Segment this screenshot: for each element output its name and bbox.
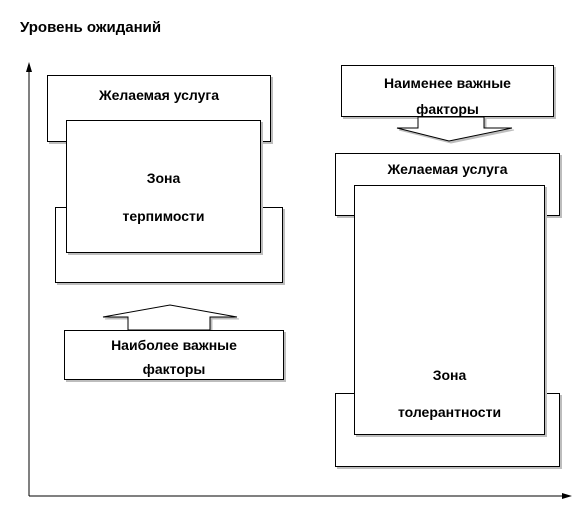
right-desired-service-label: Желаемая услуга	[387, 161, 508, 177]
left-desired-service-label: Желаемая услуга	[98, 87, 220, 103]
right-zone-label-line1: Зона	[432, 367, 467, 383]
left-factors-label-line2: факторы	[142, 361, 206, 377]
right-factors-label-line2: факторы	[416, 101, 479, 116]
right-zone-label-line2: толерантности	[397, 404, 502, 420]
y-axis-title: Уровень ожиданий	[20, 19, 162, 36]
y-axis-arrowhead	[26, 62, 32, 72]
right-zone-box	[354, 185, 545, 435]
left-zone-box	[66, 120, 261, 253]
left-zone-label-line1: Зона	[146, 170, 181, 186]
x-axis-arrowhead	[562, 493, 572, 499]
left-zone-label-line2: терпимости	[122, 208, 205, 224]
left-factors-box	[64, 330, 284, 380]
right-factors-label-line1: Наименее важные	[384, 75, 511, 91]
left-factors-label-line1: Наиболее важные	[111, 337, 237, 353]
